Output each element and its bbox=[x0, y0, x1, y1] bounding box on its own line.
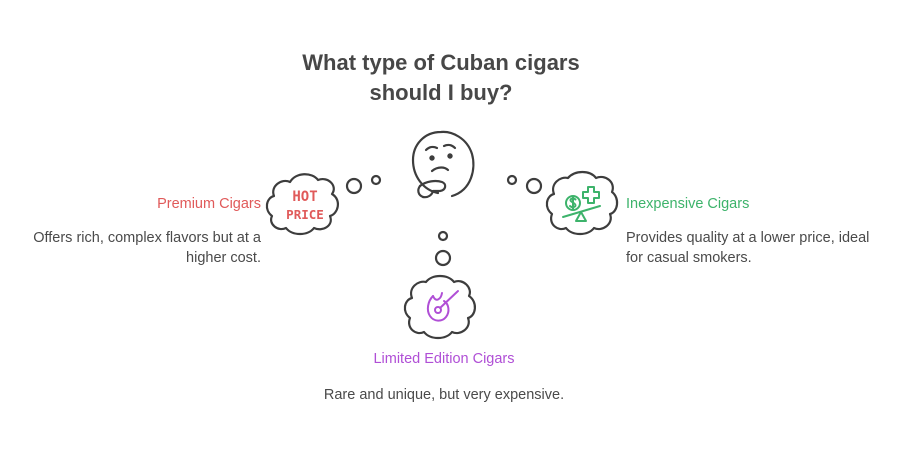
inexpensive-label: Inexpensive Cigars bbox=[626, 196, 750, 212]
hot-price-icon: HOT PRICE bbox=[286, 189, 324, 222]
scale-money-plus-icon bbox=[562, 186, 601, 222]
limited-cloud bbox=[403, 274, 476, 340]
premium-description: Offers rich, complex flavors but at a hi… bbox=[33, 228, 261, 268]
premium-label: Premium Cigars bbox=[157, 196, 261, 212]
title-line-2: should I buy? bbox=[369, 80, 513, 105]
thought-bubbles-bottom bbox=[434, 230, 452, 267]
icon-text-hot: HOT bbox=[292, 189, 317, 205]
inexpensive-description-line-1: Provides quality at a lower price, ideal bbox=[626, 230, 870, 246]
limited-label: Limited Edition Cigars bbox=[373, 351, 515, 367]
inexpensive-cloud bbox=[545, 170, 619, 236]
limited-description: Rare and unique, but very expensive. bbox=[323, 387, 565, 403]
title-line-1: What type of Cuban cigars bbox=[302, 50, 580, 75]
inexpensive-description-line-2: for casual smokers. bbox=[626, 250, 752, 266]
thought-bubbles-left bbox=[345, 174, 382, 195]
premium-description-line-2: higher cost. bbox=[186, 250, 261, 266]
limited-edition-seal-icon bbox=[426, 290, 459, 322]
thinking-face-icon bbox=[411, 130, 475, 199]
inexpensive-description: Provides quality at a lower price, ideal… bbox=[626, 228, 869, 268]
page-title: What type of Cuban cigars should I buy? bbox=[256, 48, 626, 108]
premium-description-line-1: Offers rich, complex flavors but at a bbox=[33, 230, 261, 246]
icon-text-price: PRICE bbox=[286, 207, 324, 222]
thought-bubbles-right bbox=[506, 174, 543, 195]
premium-cloud bbox=[265, 173, 339, 236]
